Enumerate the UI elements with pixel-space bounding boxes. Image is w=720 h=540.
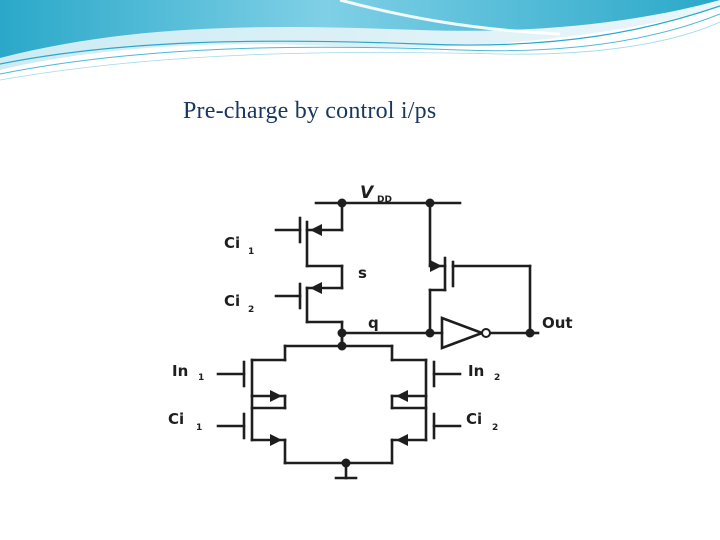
arrow-ci2-top bbox=[310, 282, 322, 294]
arrow-ci1-top bbox=[310, 224, 322, 236]
vdd-label: V bbox=[360, 183, 375, 203]
slide-title: Pre-charge by control i/ps bbox=[183, 98, 437, 124]
node-s-label: s bbox=[358, 264, 367, 282]
ci1-bot-label: Ci bbox=[168, 410, 184, 428]
wave-white-streak bbox=[339, 0, 561, 36]
node-q-label: q bbox=[368, 314, 379, 332]
wave-line-3 bbox=[0, 21, 720, 81]
in2-subscript: 2 bbox=[494, 373, 500, 383]
pmos-ci1-top bbox=[274, 201, 344, 268]
dot-vdd-left bbox=[337, 198, 347, 208]
dot-network-top bbox=[337, 341, 347, 351]
arrow-ci1-bot bbox=[270, 434, 282, 446]
dot-q-left bbox=[337, 328, 347, 338]
out-label: Out bbox=[542, 314, 573, 332]
in2-label: In bbox=[468, 362, 484, 380]
nmos-in1 bbox=[216, 358, 287, 398]
inverter-bubble bbox=[481, 328, 491, 338]
dot-out bbox=[525, 328, 535, 338]
pmos-ci2-top bbox=[274, 264, 344, 348]
wave-line-2 bbox=[0, 13, 720, 75]
ci2-bot-subscript: 2 bbox=[492, 423, 498, 433]
ci2-top-label: Ci bbox=[224, 292, 240, 310]
in1-subscript: 1 bbox=[198, 373, 204, 383]
domino-precharge-circuit: V DD Ci 1 Ci 2 s q Out In 1 Ci 1 In 2 Ci… bbox=[168, 183, 573, 480]
dot-ground bbox=[341, 458, 351, 468]
ci2-bot-label: Ci bbox=[466, 410, 482, 428]
arrow-ci2-bot bbox=[396, 434, 408, 446]
dot-vdd-right bbox=[425, 198, 435, 208]
ci1-bot-subscript: 1 bbox=[196, 423, 202, 433]
nmos-ci1-bot bbox=[216, 394, 287, 465]
ci1-top-label: Ci bbox=[224, 234, 240, 252]
arrow-keeper bbox=[430, 260, 442, 272]
wave-line-1 bbox=[0, 5, 720, 65]
ci1-top-subscript: 1 bbox=[248, 247, 254, 257]
header-wave-decoration bbox=[0, 0, 720, 81]
in1-label: In bbox=[172, 362, 188, 380]
ci2-top-subscript: 2 bbox=[248, 305, 254, 315]
nmos-in2 bbox=[390, 358, 462, 398]
arrow-in1 bbox=[270, 390, 282, 402]
wave-main-band bbox=[0, 0, 720, 58]
dot-q-right bbox=[425, 328, 435, 338]
inverter-triangle bbox=[440, 316, 486, 350]
vdd-subscript: DD bbox=[377, 195, 392, 205]
pmos-keeper bbox=[428, 201, 532, 335]
nmos-ci2-bot bbox=[390, 394, 462, 465]
arrow-in2 bbox=[396, 390, 408, 402]
